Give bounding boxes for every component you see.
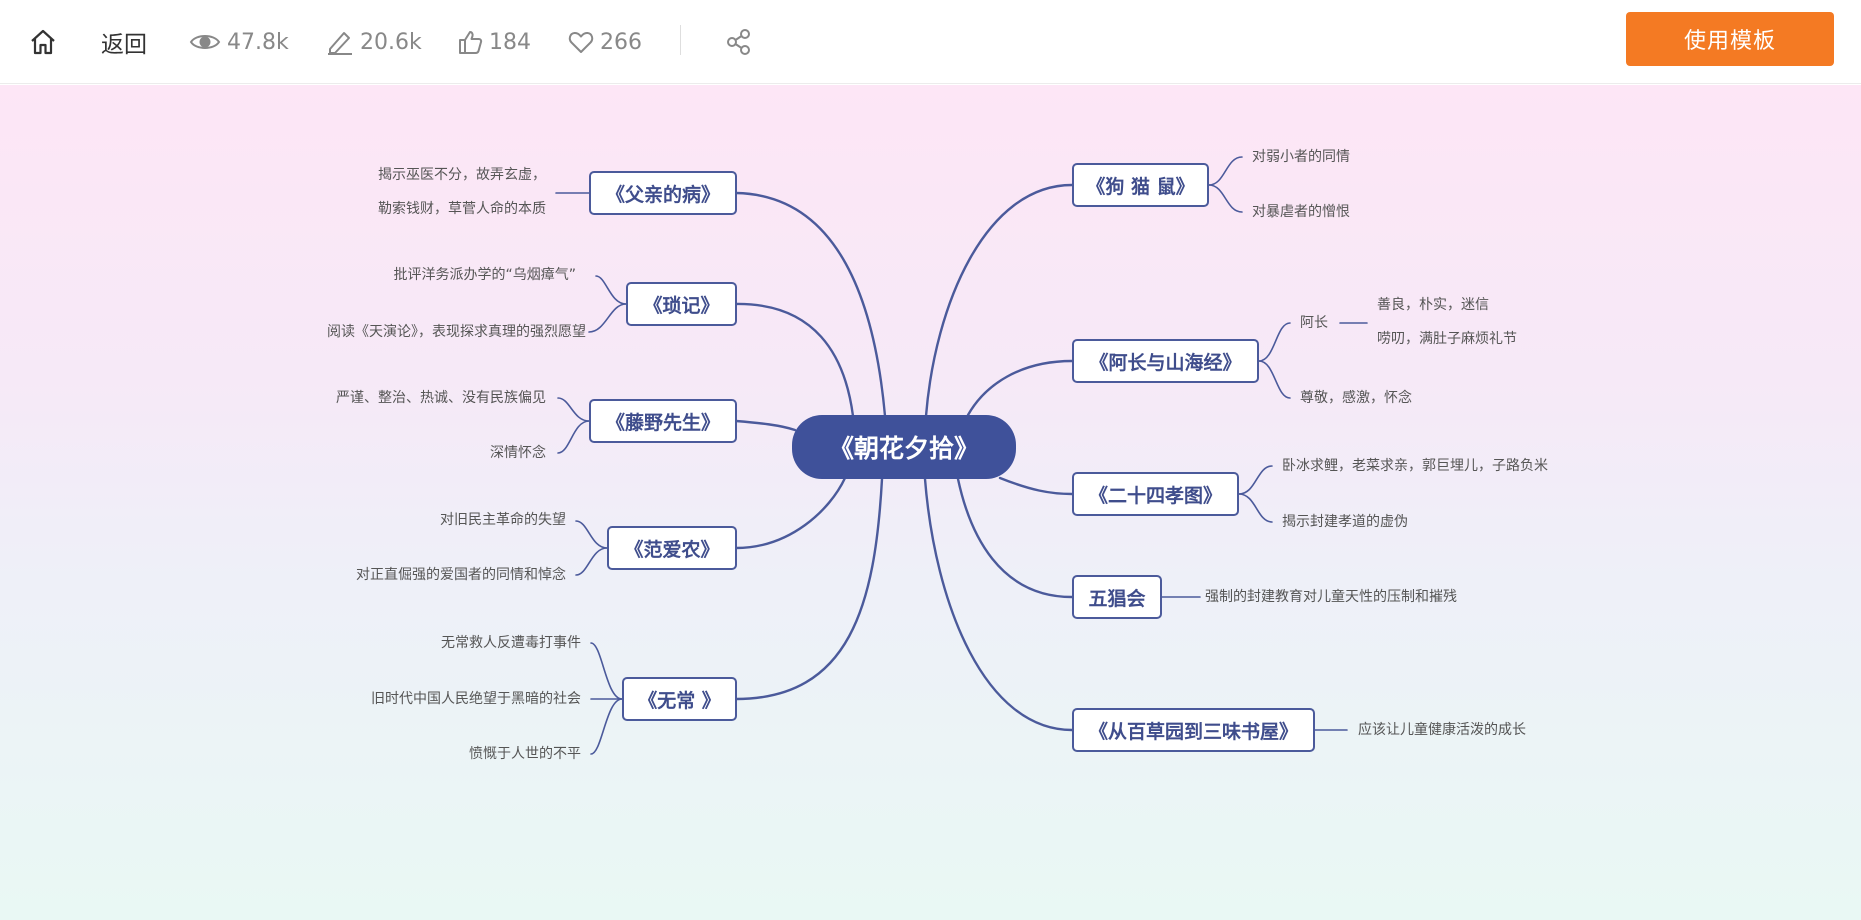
- connector-fanainong-leaf1: [575, 520, 608, 549]
- branch-node-fanainong[interactable]: 《范爱农》: [607, 526, 737, 570]
- connector-root-baicaoyuan: [923, 477, 1074, 732]
- edits-count: 20.6k: [360, 29, 422, 55]
- leaf-fanainong-2: 对正直倔强的爱国者的同情和悼念: [356, 567, 566, 583]
- connector-root-wuchanghui: [956, 477, 1074, 599]
- views-count: 47.8k: [227, 29, 289, 55]
- leaf-baicaoyuan-1: 应该让儿童健康活泼的成长: [1358, 722, 1526, 738]
- eye-icon: [189, 30, 221, 54]
- connector-goumaoshu-leaf2: [1208, 184, 1243, 213]
- connector-root-achang: [966, 359, 1074, 417]
- connector-root-tengye: [734, 419, 797, 432]
- branch-node-fuqin[interactable]: 《父亲的病》: [589, 171, 737, 215]
- subleaf-achang-2: 唠叨，满肚子麻烦礼节: [1377, 331, 1517, 347]
- views-stat: 47.8k: [189, 0, 289, 84]
- leaf-suoji-1: 批评洋务派办学的“乌烟瘴气”: [393, 267, 576, 283]
- connector-root-fanainong: [734, 476, 847, 550]
- leaf-fuqin-1: 揭示巫医不分，故弄玄虚，: [378, 167, 546, 183]
- use-template-button[interactable]: 使用模板: [1626, 12, 1834, 66]
- edits-stat: 20.6k: [326, 0, 422, 84]
- leaf-goumaoshu-1: 对弱小者的同情: [1252, 149, 1350, 165]
- share-icon: [724, 27, 754, 57]
- leaf-achang-1: 阿长: [1300, 315, 1328, 331]
- back-button[interactable]: 返回: [101, 0, 147, 84]
- home-icon: [28, 27, 58, 57]
- mindmap-connectors: [555, 156, 1368, 755]
- top-toolbar: 返回 47.8k 20.6k 184 266: [0, 0, 1861, 84]
- home-button[interactable]: [28, 0, 58, 84]
- branch-node-goumaoshu[interactable]: 《狗 猫 鼠》: [1072, 163, 1209, 207]
- connector-tengye-leaf2: [557, 420, 590, 454]
- leaf-tengye-1: 严谨、整治、热诚、没有民族偏见: [336, 390, 546, 406]
- connector-root-suoji: [734, 302, 855, 418]
- share-button[interactable]: [724, 0, 754, 84]
- leaf-goumaoshu-2: 对暴虐者的憎恨: [1252, 204, 1350, 220]
- subleaf-achang-1: 善良，朴实，迷信: [1377, 297, 1489, 313]
- branch-node-tengye[interactable]: 《藤野先生》: [589, 399, 737, 443]
- connector-wuchang-leaf1: [590, 642, 623, 700]
- connector-achang-leaf2: [1258, 360, 1291, 399]
- favorite-button[interactable]: 266: [568, 0, 642, 84]
- branch-node-wuchang[interactable]: 《无常 》: [622, 677, 737, 721]
- branch-node-ershisi[interactable]: 《二十四孝图》: [1072, 472, 1239, 516]
- heart-icon: [568, 30, 594, 54]
- leaf-wuchang-3: 愤慨于人世的不平: [469, 746, 581, 762]
- connector-ershisi-leaf1: [1238, 465, 1273, 495]
- leaf-tengye-2: 深情怀念: [490, 445, 546, 461]
- leaf-fuqin-2: 勒索钱财，草菅人命的本质: [378, 201, 546, 217]
- connector-ershisi-leaf2: [1238, 493, 1273, 523]
- connector-root-fuqin: [734, 191, 887, 418]
- connector-tengye-leaf1: [557, 397, 590, 422]
- pencil-icon: [326, 29, 354, 55]
- branch-node-baicaoyuan[interactable]: 《从百草园到三味书屋》: [1072, 708, 1315, 752]
- leaf-ershisi-2: 揭示封建孝道的虚伪: [1282, 514, 1408, 530]
- root-node[interactable]: 《朝花夕拾》: [792, 415, 1016, 479]
- leaf-wuchanghui-1: 强制的封建教育对儿童天性的压制和摧残: [1205, 589, 1457, 605]
- leaf-wuchang-1: 无常救人反遭毒打事件: [441, 635, 581, 651]
- likes-count: 184: [489, 29, 531, 55]
- leaf-wuchang-2: 旧时代中国人民绝望于黑暗的社会: [371, 691, 581, 707]
- branch-node-achang[interactable]: 《阿长与山海经》: [1072, 339, 1259, 383]
- favorites-count: 266: [600, 29, 642, 55]
- thumbs-up-icon: [457, 29, 483, 55]
- mindmap-canvas[interactable]: 《朝花夕拾》 《父亲的病》 揭示巫医不分，故弄玄虚， 勒索钱财，草菅人命的本质 …: [0, 85, 1861, 920]
- branch-node-wuchanghui[interactable]: 五猖会: [1072, 575, 1162, 619]
- connector-fanainong-leaf2: [575, 547, 608, 576]
- leaf-ershisi-1: 卧冰求鲤，老菜求亲，郭巨埋儿，子路负米: [1282, 458, 1548, 474]
- like-button[interactable]: 184: [457, 0, 531, 84]
- connector-root-wuchang: [734, 477, 884, 701]
- connector-suoji-leaf2: [588, 303, 627, 333]
- connector-achang-leaf1: [1258, 322, 1291, 362]
- connector-wuchang-leaf3: [590, 698, 623, 755]
- leaf-suoji-2: 阅读《天演论》，表现探求真理的强烈愿望: [327, 324, 586, 340]
- connector-goumaoshu-leaf1: [1208, 156, 1243, 186]
- connector-root-ershisi: [998, 476, 1074, 496]
- leaf-fanainong-1: 对旧民主革命的失望: [440, 512, 566, 528]
- back-label: 返回: [101, 32, 147, 58]
- branch-node-suoji[interactable]: 《琐记》: [626, 282, 737, 326]
- connector-root-goumaoshu: [924, 183, 1074, 418]
- connector-suoji-leaf1: [595, 275, 627, 305]
- toolbar-divider: [680, 25, 681, 55]
- leaf-achang-2: 尊敬，感激，怀念: [1300, 390, 1412, 406]
